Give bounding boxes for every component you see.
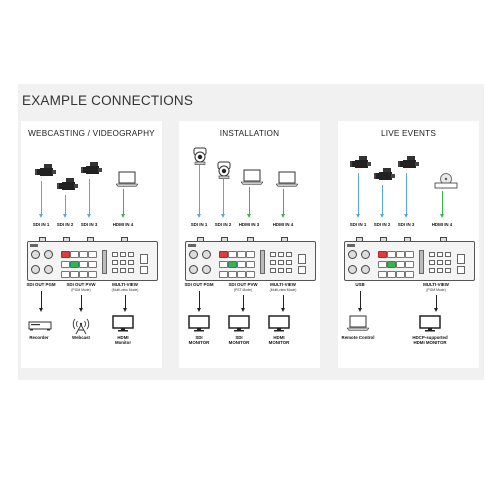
- output-arrow: [79, 295, 83, 312]
- output-label: USB: [355, 282, 365, 287]
- panel-title: LIVE EVENTS: [381, 129, 436, 138]
- video-switcher: [185, 241, 316, 281]
- output-arrow: [241, 295, 245, 312]
- destination-label: SDI MONITOR: [188, 335, 210, 345]
- bluray-player-icon: [434, 173, 458, 194]
- destination-label: HDMI MONITOR: [268, 335, 290, 345]
- destination-label: HDMI Monitor: [114, 335, 132, 345]
- destination-label: Remote Control: [341, 335, 375, 340]
- laptop-icon: [346, 315, 370, 336]
- output-arrow: [123, 295, 127, 312]
- page-heading: EXAMPLE CONNECTIONS: [22, 93, 194, 108]
- destination-label: Recorder: [29, 335, 49, 340]
- input-label: HDMI IN 4: [112, 222, 134, 227]
- output-arrow: [197, 291, 201, 312]
- sdi-input-arrow: [63, 195, 67, 218]
- output-label: MULTI-VIEW: [270, 282, 296, 287]
- destination-label: SDI MONITOR: [228, 335, 250, 345]
- recorder-icon: [28, 319, 52, 337]
- input-label: HDMI IN 4: [272, 222, 294, 227]
- input-label: SDI IN 1: [190, 222, 208, 227]
- destination-label: HDCP-supported HDMI MONITOR: [412, 335, 448, 345]
- camcorder-icon: [57, 177, 79, 198]
- panel-2: INSTALLATION SDI IN 1 SDI IN 2 HDMI IN 3 HDM…: [179, 121, 320, 368]
- camcorder-icon: [35, 163, 57, 184]
- monitor-icon: [188, 315, 210, 337]
- output-arrow: [281, 295, 285, 312]
- laptop-icon: [115, 171, 139, 192]
- output-label: SDI OUT PVW: [66, 282, 96, 287]
- output-mode-label: (Multi-view Mode): [111, 288, 139, 292]
- output-mode-label: (PGM Mode): [426, 288, 446, 292]
- input-label: SDI IN 3: [397, 222, 415, 227]
- sdi-input-arrow: [87, 179, 91, 218]
- monitor-icon: [228, 315, 250, 337]
- video-switcher: [344, 241, 475, 281]
- output-arrow: [39, 291, 43, 312]
- camcorder-icon: [350, 155, 372, 176]
- output-mode-label: (PST Mode): [233, 288, 253, 292]
- sdi-input-arrow: [404, 173, 408, 218]
- panel-title: WEBCASTING / VIDEOGRAPHY: [28, 129, 155, 138]
- video-switcher: [27, 241, 158, 281]
- output-label: SDI OUT PGM: [26, 282, 56, 287]
- monitor-icon: [268, 315, 290, 337]
- hdmi-input-arrow: [281, 189, 285, 218]
- camcorder-icon: [81, 161, 103, 182]
- sdi-input-arrow: [221, 179, 225, 218]
- panel-3: LIVE EVENTS SDI IN 1 SDI IN 2 SDI IN 3 HDMI …: [338, 121, 479, 368]
- input-label: SDI IN 1: [32, 222, 50, 227]
- input-label: SDI IN 2: [56, 222, 74, 227]
- ptz-camera-icon: [191, 147, 209, 170]
- output-arrow: [358, 291, 362, 312]
- output-arrow: [434, 295, 438, 312]
- monitor-icon: [112, 315, 134, 337]
- monitor-icon: [419, 315, 441, 337]
- sdi-input-arrow: [197, 165, 201, 218]
- input-label: SDI IN 3: [80, 222, 98, 227]
- output-label: MULTI-VIEW: [112, 282, 138, 287]
- camcorder-icon: [374, 167, 396, 188]
- input-label: SDI IN 1: [349, 222, 367, 227]
- webcast-tower-icon: [70, 315, 92, 340]
- input-label: SDI IN 2: [373, 222, 391, 227]
- input-label: HDMI IN 3: [238, 222, 260, 227]
- sdi-input-arrow: [356, 173, 360, 218]
- output-label: MULTI-VIEW: [423, 282, 449, 287]
- laptop-icon: [275, 171, 299, 192]
- hdmi-input-arrow: [121, 189, 125, 218]
- hdmi-input-arrow: [440, 191, 444, 218]
- output-mode-label: (Multi-view Mode): [269, 288, 297, 292]
- laptop-icon: [240, 169, 264, 190]
- panel-title: INSTALLATION: [219, 129, 280, 138]
- output-label: SDI OUT PGM: [184, 282, 214, 287]
- ptz-camera-icon: [215, 161, 233, 184]
- sdi-input-arrow: [380, 185, 384, 218]
- input-label: HDMI IN 4: [431, 222, 453, 227]
- sdi-input-arrow: [39, 181, 43, 218]
- output-label: SDI OUT PVW: [228, 282, 258, 287]
- camcorder-icon: [398, 155, 420, 176]
- panel-1: WEBCASTING / VIDEOGRAPHY SDI IN 1 SDI IN 2…: [21, 121, 162, 368]
- hdmi-input-arrow: [247, 187, 251, 218]
- output-mode-label: (PGM Mode): [71, 288, 91, 292]
- destination-label: Webcast: [72, 335, 90, 340]
- input-label: SDI IN 2: [214, 222, 232, 227]
